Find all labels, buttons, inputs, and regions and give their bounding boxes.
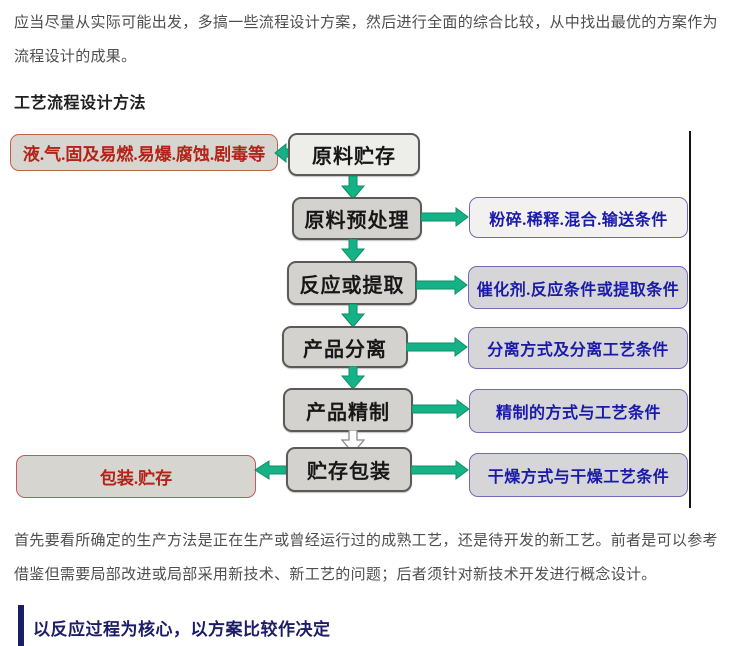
arrow-right-icon [421,207,469,227]
figure-right-border-line [689,131,691,508]
flow-step-refining: 产品精制 [283,388,413,432]
note-pretreatment-conditions: 粉碎.稀释.混合.输送条件 [469,197,688,238]
arrow-right-icon [411,460,469,480]
section-heading: 工艺流程设计方法 [14,95,147,112]
body-paragraph: 首先要看所确定的生产方法是正在生产或曾经运行过的成熟工艺，还是待开发的新工艺。前… [14,532,718,583]
flow-step-storage-packing: 贮存包装 [286,447,412,492]
arrow-right-icon [412,399,470,419]
flow-step-reaction-extraction: 反应或提取 [287,261,417,305]
arrow-down-hollow-icon [341,430,365,454]
arrow-down-icon [341,239,365,263]
arrow-down-icon [341,304,365,328]
note-packing-storage: 包装.贮存 [16,455,256,498]
footer-heading: 以反应过程为核心，以方案比较作决定 [33,620,331,639]
arrow-left-icon [254,460,287,480]
note-reaction-conditions: 催化剂.反应条件或提取条件 [468,266,688,309]
flow-step-separation: 产品分离 [282,326,408,368]
note-separation-conditions: 分离方式及分离工艺条件 [468,327,688,369]
arrow-right-icon [416,275,468,295]
arrow-down-icon [341,366,365,390]
intro-paragraph: 应当尽量从实际可能出发，多搞一些流程设计方案，然后进行全面的综合比较，从中找出最… [14,14,718,65]
note-hazard-types: 液.气.固及易燃.易爆.腐蚀.剧毒等 [10,134,278,171]
footer-heading-accent-bar [18,605,24,646]
note-refining-conditions: 精制的方式与工艺条件 [469,389,688,433]
arrow-right-icon [406,337,468,357]
note-drying-conditions: 干燥方式与干燥工艺条件 [469,453,688,497]
flow-step-raw-storage: 原料贮存 [288,133,420,176]
flow-step-pretreatment: 原料预处理 [292,197,422,240]
arrow-down-icon [341,176,365,200]
